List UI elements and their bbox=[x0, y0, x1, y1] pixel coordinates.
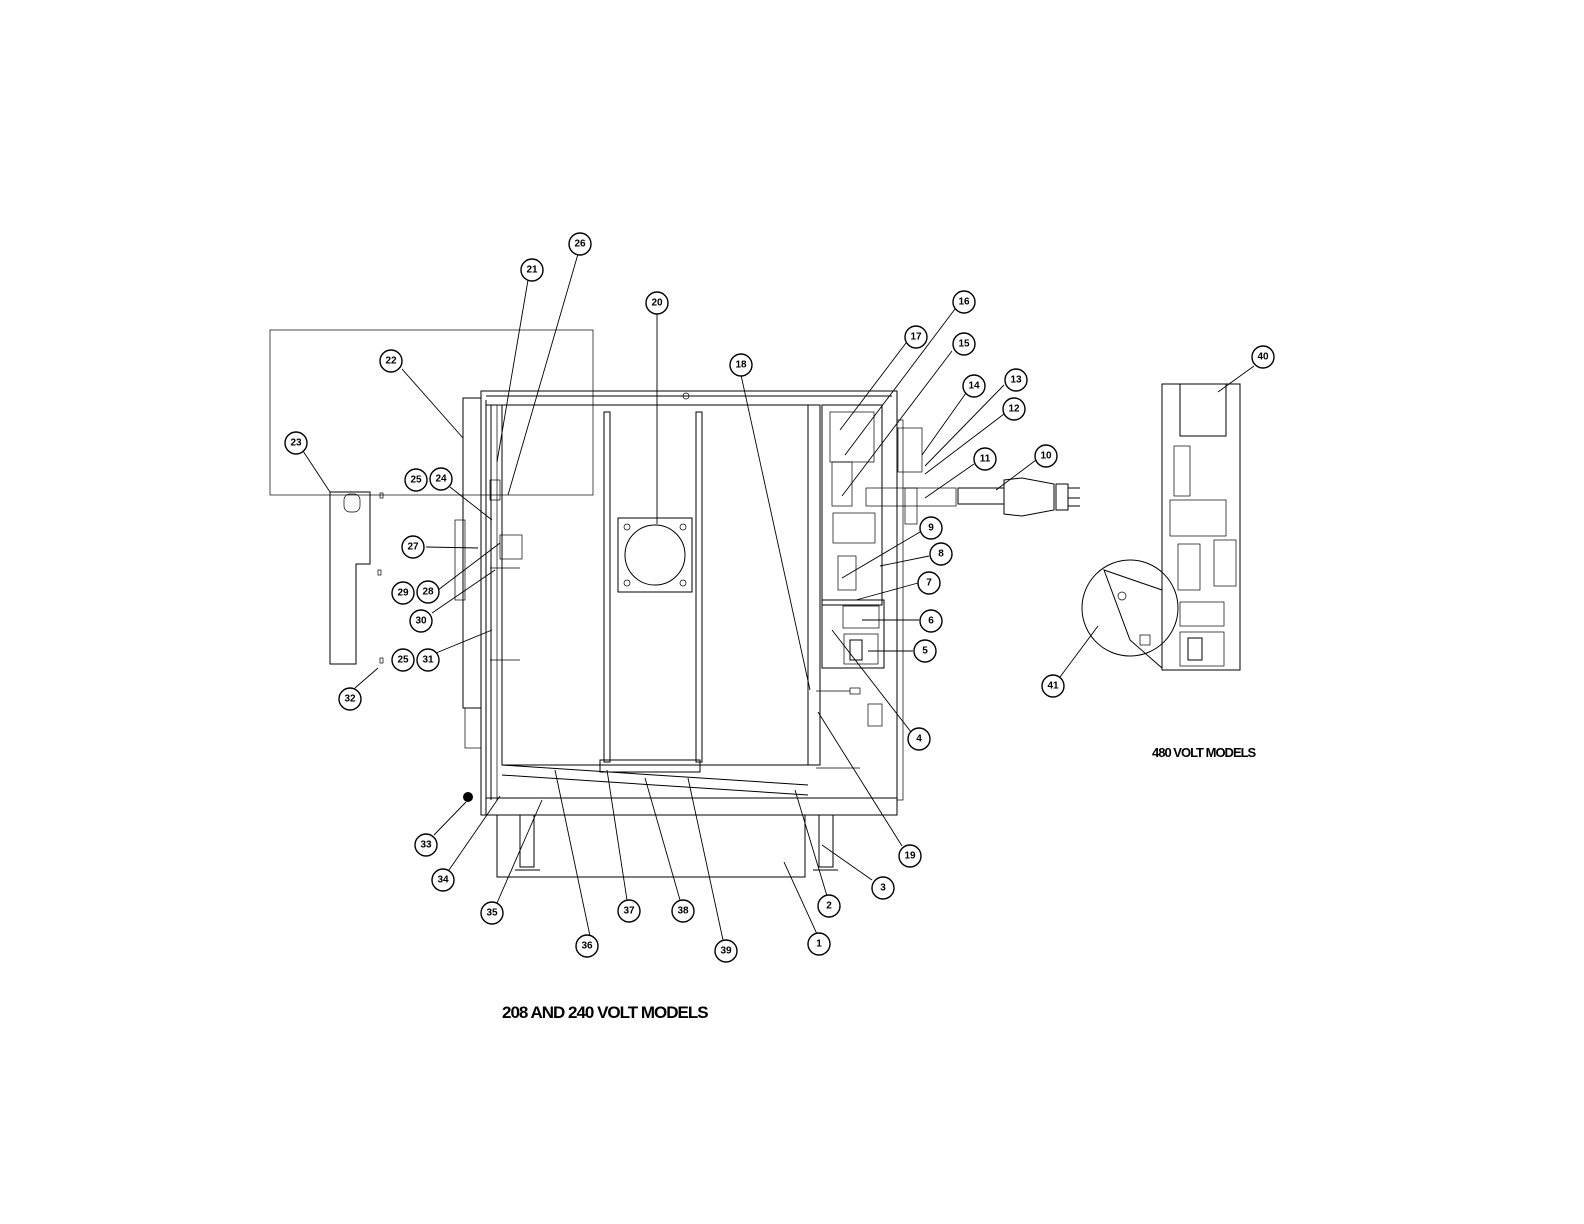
callout-31: 31 bbox=[417, 649, 439, 671]
callout-7: 7 bbox=[918, 572, 940, 594]
svg-text:10: 10 bbox=[1040, 451, 1052, 462]
callout-10: 10 bbox=[1035, 445, 1057, 467]
callout-21: 21 bbox=[521, 259, 543, 281]
svg-text:36: 36 bbox=[581, 941, 593, 952]
callout-11: 11 bbox=[974, 448, 996, 470]
svg-text:14: 14 bbox=[968, 381, 980, 392]
svg-text:13: 13 bbox=[1010, 375, 1022, 386]
callout-14: 14 bbox=[963, 375, 985, 397]
svg-text:25: 25 bbox=[397, 655, 409, 666]
svg-text:34: 34 bbox=[437, 875, 449, 886]
callout-8: 8 bbox=[930, 543, 952, 565]
svg-text:31: 31 bbox=[422, 655, 434, 666]
callout-32: 32 bbox=[339, 688, 361, 710]
svg-text:18: 18 bbox=[735, 360, 747, 371]
callout-41: 41 bbox=[1042, 675, 1064, 697]
callout-30: 30 bbox=[410, 610, 432, 632]
svg-text:35: 35 bbox=[486, 908, 498, 919]
callout-28: 28 bbox=[417, 581, 439, 603]
callout-20: 20 bbox=[646, 292, 668, 314]
svg-text:21: 21 bbox=[526, 265, 538, 276]
callout-18: 18 bbox=[730, 354, 752, 376]
svg-text:32: 32 bbox=[344, 694, 356, 705]
callout-29: 29 bbox=[392, 582, 414, 604]
svg-text:40: 40 bbox=[1257, 352, 1269, 363]
callout-2: 2 bbox=[818, 895, 840, 917]
caption-480-volt-models: 480 VOLT MODELS bbox=[1152, 745, 1255, 760]
svg-text:37: 37 bbox=[623, 906, 635, 917]
callout-38: 38 bbox=[672, 900, 694, 922]
svg-text:12: 12 bbox=[1008, 404, 1020, 415]
svg-text:19: 19 bbox=[904, 851, 916, 862]
svg-text:22: 22 bbox=[385, 356, 397, 367]
svg-text:7: 7 bbox=[926, 578, 932, 589]
svg-text:41: 41 bbox=[1047, 681, 1059, 692]
callout-3: 3 bbox=[872, 877, 894, 899]
callout-23: 23 bbox=[285, 432, 307, 454]
svg-text:33: 33 bbox=[420, 840, 432, 851]
callout-25-b: 25 bbox=[392, 649, 414, 671]
callout-22: 22 bbox=[380, 350, 402, 372]
callout-40: 40 bbox=[1252, 346, 1274, 368]
svg-text:2: 2 bbox=[826, 901, 832, 912]
svg-text:6: 6 bbox=[928, 616, 934, 627]
callout-37: 37 bbox=[618, 900, 640, 922]
callout-36: 36 bbox=[576, 935, 598, 957]
svg-text:27: 27 bbox=[407, 542, 419, 553]
svg-text:29: 29 bbox=[397, 588, 409, 599]
svg-text:25: 25 bbox=[410, 475, 422, 486]
callout-4: 4 bbox=[908, 728, 930, 750]
callout-33: 33 bbox=[415, 834, 437, 856]
callout-12: 12 bbox=[1003, 398, 1025, 420]
svg-text:20: 20 bbox=[651, 298, 663, 309]
svg-text:15: 15 bbox=[958, 339, 970, 350]
callout-6: 6 bbox=[920, 610, 942, 632]
callout-34: 34 bbox=[432, 869, 454, 891]
callout-13: 13 bbox=[1005, 369, 1027, 391]
callout-39: 39 bbox=[715, 940, 737, 962]
svg-text:4: 4 bbox=[916, 734, 922, 745]
svg-text:38: 38 bbox=[677, 906, 689, 917]
svg-text:39: 39 bbox=[720, 946, 732, 957]
callout-19: 19 bbox=[899, 845, 921, 867]
svg-text:5: 5 bbox=[922, 646, 928, 657]
callout-5: 5 bbox=[914, 640, 936, 662]
svg-text:8: 8 bbox=[938, 549, 944, 560]
480v-panel-drawing bbox=[1082, 384, 1240, 670]
callout-35: 35 bbox=[481, 902, 503, 924]
callout-25: 25 bbox=[405, 469, 427, 491]
svg-text:30: 30 bbox=[415, 616, 427, 627]
svg-text:3: 3 bbox=[880, 883, 886, 894]
svg-text:11: 11 bbox=[980, 454, 991, 465]
svg-text:26: 26 bbox=[574, 239, 586, 250]
svg-text:23: 23 bbox=[290, 438, 302, 449]
callout-15: 15 bbox=[953, 333, 975, 355]
svg-text:1: 1 bbox=[816, 939, 822, 950]
callout-16: 16 bbox=[953, 291, 975, 313]
svg-text:16: 16 bbox=[958, 297, 970, 308]
callout-24: 24 bbox=[430, 468, 452, 490]
callout-1: 1 bbox=[808, 933, 830, 955]
callout-26: 26 bbox=[569, 233, 591, 255]
callout-17: 17 bbox=[905, 326, 927, 348]
svg-text:17: 17 bbox=[910, 332, 922, 343]
svg-text:9: 9 bbox=[928, 523, 934, 534]
svg-text:24: 24 bbox=[435, 474, 447, 485]
callout-27: 27 bbox=[402, 536, 424, 558]
power-cord-drawing bbox=[958, 478, 1080, 516]
caption-208-240-volt-models: 208 AND 240 VOLT MODELS bbox=[502, 1003, 708, 1023]
leader-lines bbox=[303, 254, 1254, 940]
callout-9: 9 bbox=[920, 517, 942, 539]
svg-text:28: 28 bbox=[422, 587, 434, 598]
